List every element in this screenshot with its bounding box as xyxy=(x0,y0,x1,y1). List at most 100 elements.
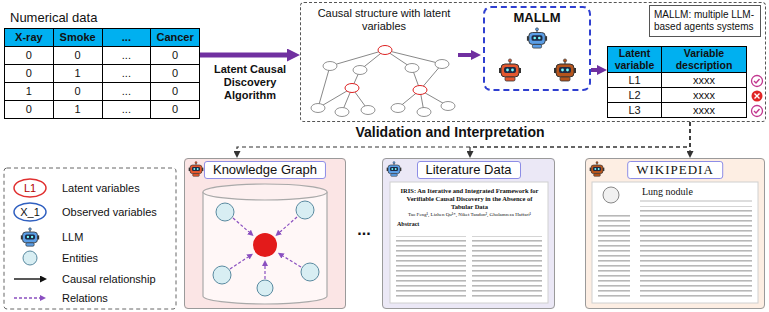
table-cell: Cancer xyxy=(151,29,200,47)
check-icons xyxy=(754,79,760,83)
knowledge-graph-figure xyxy=(280,217,297,232)
legend-text: Latent variables xyxy=(62,182,140,194)
knowledge-graph-figure xyxy=(203,192,327,304)
table-cell: ... xyxy=(103,65,152,83)
knowledge-graph-figure xyxy=(203,184,327,304)
table-cell: L2 xyxy=(608,88,662,103)
table-cell: 0 xyxy=(54,83,103,101)
wiki-figure xyxy=(598,212,630,298)
legend-sample xyxy=(14,297,40,298)
article-title: Lung nodule xyxy=(642,186,693,198)
causal-graph xyxy=(441,102,455,111)
wiki-figure xyxy=(640,206,752,298)
agent-icons xyxy=(590,162,605,177)
agent-box: MALLM xyxy=(483,6,591,91)
agent-icons xyxy=(189,28,605,177)
legend-text: Observed variables xyxy=(62,206,157,218)
causal-graph xyxy=(345,84,359,93)
table-cell: 0 xyxy=(5,65,54,83)
validation-arrow xyxy=(689,122,690,151)
legend-sample xyxy=(14,278,40,279)
legend-sample xyxy=(14,203,46,221)
legend-text: LLM xyxy=(62,231,83,243)
validation-arrow xyxy=(237,122,690,151)
table-grid: Latent variableVariable descriptionL1xxx… xyxy=(607,46,747,118)
wiki-figure xyxy=(592,182,758,303)
dashed-region: MALLM MALLM: multiple LLM-based agents sy… xyxy=(300,2,766,122)
symbol-label: L1 xyxy=(24,182,36,194)
paper-authors: Tao Feng¹, Lizhen Qu¹*, Niket Tandon², G… xyxy=(395,212,544,218)
legend-sample xyxy=(23,251,37,265)
flow-arrow xyxy=(458,53,471,57)
knowledge-graph-figure xyxy=(283,256,301,267)
legend-sample xyxy=(21,228,39,246)
causal-graph xyxy=(311,104,325,113)
causal-graph xyxy=(311,60,455,117)
table-cell: 0 xyxy=(151,47,200,65)
wiki-figure xyxy=(640,201,752,202)
causal-graph xyxy=(345,46,427,95)
table-cell: 1 xyxy=(5,83,54,101)
table-cell: xxxx xyxy=(662,73,747,88)
table-cell: xxxx xyxy=(662,103,747,118)
legend-frame xyxy=(4,168,176,309)
table-cell: xxxx xyxy=(662,88,747,103)
legend-text: Relations xyxy=(62,292,108,304)
panel-ground xyxy=(382,158,555,309)
table-cell: 0 xyxy=(54,47,103,65)
region-title: Causal structure with latent variables xyxy=(309,7,459,33)
symbol-label: X_1 xyxy=(20,206,40,218)
agent-icons xyxy=(527,28,547,48)
causal-graph xyxy=(335,108,349,117)
wiki-figure xyxy=(603,187,619,203)
paper-figure xyxy=(390,182,548,303)
table-title: Numerical data xyxy=(10,10,200,25)
causal-graph xyxy=(435,60,449,69)
knowledge-graph-figure xyxy=(301,263,319,281)
flow-arrow xyxy=(200,53,287,58)
table-cell: ... xyxy=(103,47,152,65)
wiki-figure xyxy=(592,182,758,303)
causal-graph xyxy=(323,62,337,71)
agent-icons xyxy=(387,162,402,177)
legend-samples xyxy=(14,179,46,298)
panel: WIKIPEDIA Lung nodule xyxy=(585,158,765,309)
knowledge-graph-figure xyxy=(216,203,234,221)
paper-figure xyxy=(390,182,548,303)
panel-title: WIKIPEDIA xyxy=(627,161,723,179)
panel: Knowledge Graph xyxy=(184,158,346,309)
table-cell: 1 xyxy=(54,101,103,119)
panel-title: Knowledge Graph xyxy=(204,161,326,179)
knowledge-graph-figure xyxy=(213,266,231,284)
table-cell: X-ray xyxy=(5,29,54,47)
section-label: Validation and Interpretation xyxy=(355,124,544,140)
knowledge-graph-figure xyxy=(253,233,277,257)
table-cell: ... xyxy=(103,83,152,101)
table-cell: Smoke xyxy=(54,29,103,47)
paper-title: IRIS: An Iterative and Integrated Framew… xyxy=(395,187,544,210)
definition-text: MALLM: multiple LLM-based agents systems xyxy=(654,9,756,33)
table-cell: Variable description xyxy=(662,47,747,73)
causal-graph xyxy=(417,108,431,117)
check-icons xyxy=(755,94,760,99)
knowledge-graph-figure xyxy=(264,266,265,279)
legend-text: Causal relationship xyxy=(62,273,156,285)
causal-graph xyxy=(405,64,419,73)
causal-graph xyxy=(330,50,385,66)
ellipsis: ... xyxy=(357,221,370,239)
causal-graph xyxy=(311,46,455,117)
definition-box: MALLM: multiple LLM-based agents systems xyxy=(649,5,761,37)
result-table: Latent variableVariable descriptionL1xxx… xyxy=(607,46,747,118)
data-table: Numerical dataX-raySmoke...Cancer00...00… xyxy=(4,10,200,119)
edge-label: Latent Causal Discovery Algorithm xyxy=(204,63,296,103)
causal-graph xyxy=(413,86,427,95)
paper-section: Abstract xyxy=(397,221,419,228)
knowledge-graph-figure xyxy=(213,201,319,296)
causal-graph xyxy=(353,66,367,75)
knowledge-graph-figure xyxy=(233,218,249,232)
table-cell: 1 xyxy=(54,65,103,83)
agent-icons xyxy=(554,59,576,81)
knowledge-graph-figure xyxy=(296,201,314,219)
table-cell: L3 xyxy=(608,103,662,118)
